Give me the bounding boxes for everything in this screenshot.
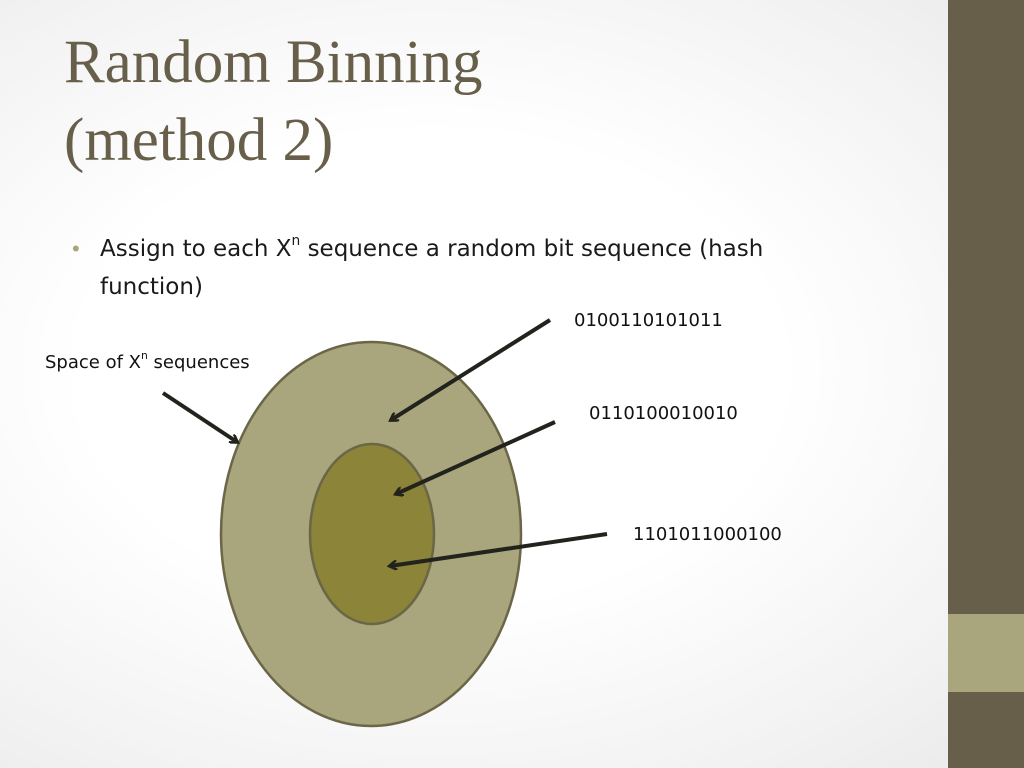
arrow-hash-1 [391,318,552,420]
hash-label-1: 0100110101011 [574,310,723,331]
arrow-space-label [161,391,237,442]
slide-title-line1: Random Binning [64,29,483,96]
space-label-start: Space of X [45,352,141,373]
sidebar-dark-block-top [948,0,1024,614]
space-label-superscript: n [140,349,148,363]
sidebar-accent-block [948,614,1024,692]
bullet-text: Assign to each Xn sequence a random bit … [100,230,840,306]
arrow-hash-3 [390,532,608,566]
slide-title-line2: (method 2) [64,107,334,174]
hash-label-2: 0110100010010 [589,403,738,424]
bullet-marker: • [72,236,80,261]
space-label: Space of Xn sequences [45,349,250,374]
slide-title: Random Binning (method 2) [64,24,664,180]
hash-label-3: 1101011000100 [633,524,782,545]
bullet-text-start: Assign to each X [100,236,292,262]
bullet-superscript: n [291,233,301,250]
space-label-end: sequences [147,352,250,373]
inner-ellipse-bin [308,442,436,626]
bullet-text-end: sequence a random bit sequence (hash fun… [100,236,764,300]
decorative-sidebar [948,0,1024,768]
arrow-hash-2 [396,420,556,494]
sidebar-dark-block-bottom [948,692,1024,768]
